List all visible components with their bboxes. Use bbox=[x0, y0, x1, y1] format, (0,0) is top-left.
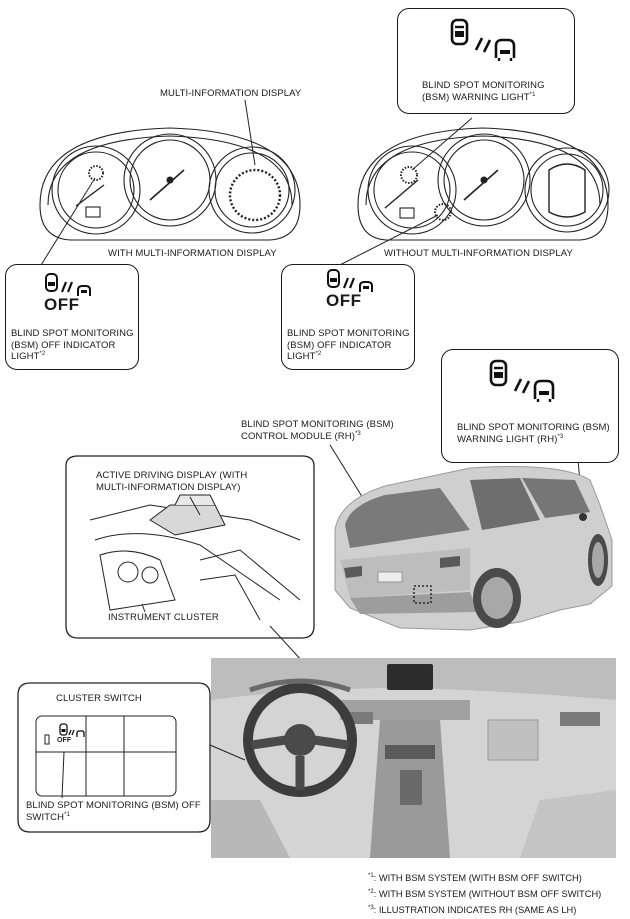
bsm-off-indicator-ref-left: *2 bbox=[39, 351, 46, 357]
callout-bsm-warning-light bbox=[397, 8, 575, 114]
car-icon bbox=[450, 18, 469, 46]
callout-bsm-off-indicator-left bbox=[5, 264, 139, 370]
bsm-off-switch-ref: *1 bbox=[64, 811, 70, 818]
footnote-2: *2: WITH BSM SYSTEM (WITHOUT BSM OFF SWI… bbox=[368, 888, 601, 901]
instrument-cluster-with-mid bbox=[39, 127, 301, 241]
bsm-off-indicator-text-left: BLIND SPOT MONITORING (BSM) OFF INDICATO… bbox=[11, 328, 134, 362]
bsm-warning-light-label: BLIND SPOT MONITORING (BSM) WARNING LIGH… bbox=[422, 80, 572, 103]
radar-waves-icon bbox=[474, 37, 492, 53]
bsm-control-module-label: BLIND SPOT MONITORING (BSM) CONTROL MODU… bbox=[241, 419, 419, 442]
active-driving-display-label: ACTIVE DRIVING DISPLAY (WITH MULTI-INFOR… bbox=[96, 470, 248, 493]
footnote-1-mark: *1 bbox=[368, 873, 374, 879]
multi-information-display-label: MULTI-INFORMATION DISPLAY bbox=[160, 88, 302, 99]
bsm-warning-light-ref: *1 bbox=[529, 91, 536, 98]
bsm-off-switch-text: BLIND SPOT MONITORING (BSM) OFF SWITCH bbox=[26, 800, 201, 823]
bsm-off-indicator-text-right: BLIND SPOT MONITORING (BSM) OFF INDICATO… bbox=[287, 328, 410, 362]
vehicle-rear-icon bbox=[494, 38, 516, 63]
instrument-cluster-without-mid bbox=[357, 127, 610, 241]
vehicle-interior-photo bbox=[211, 658, 616, 858]
bsm-off-switch-icon bbox=[59, 723, 85, 737]
cluster-switch-title: CLUSTER SWITCH bbox=[56, 693, 142, 704]
without-mid-caption: WITHOUT MULTI-INFORMATION DISPLAY bbox=[384, 248, 573, 259]
footnote-3: *3: ILLUSTRATION INDICATES RH (SAME AS L… bbox=[368, 904, 576, 917]
footnote-3-mark: *3 bbox=[368, 905, 374, 911]
callout-bsm-off-indicator-right bbox=[281, 264, 415, 370]
footnote-1-text: : WITH BSM SYSTEM (WITH BSM OFF SWITCH) bbox=[373, 873, 582, 883]
vehicle-rear-icon bbox=[533, 379, 555, 404]
footnote-1: *1: WITH BSM SYSTEM (WITH BSM OFF SWITCH… bbox=[368, 872, 582, 885]
callout-bsm-warning-light-rh bbox=[441, 349, 619, 463]
off-text-switch: OFF bbox=[57, 737, 72, 744]
bsm-off-indicator-ref-right: *2 bbox=[315, 351, 322, 357]
off-text-left: OFF bbox=[44, 295, 80, 314]
with-mid-caption: WITH MULTI-INFORMATION DISPLAY bbox=[108, 248, 277, 259]
footnote-2-text: : WITH BSM SYSTEM (WITHOUT BSM OFF SWITC… bbox=[373, 889, 602, 899]
instrument-cluster-label: INSTRUMENT CLUSTER bbox=[108, 612, 219, 623]
active-driving-display-illustration bbox=[65, 455, 316, 676]
radar-waves-icon bbox=[513, 378, 531, 394]
bsm-off-icon bbox=[44, 272, 92, 298]
bsm-warning-light-rh-label: BLIND SPOT MONITORING (BSM) WARNING LIGH… bbox=[457, 422, 617, 445]
bsm-warning-light-rh-ref: *3 bbox=[557, 433, 564, 440]
bsm-off-indicator-label-right: BLIND SPOT MONITORING (BSM) OFF INDICATO… bbox=[287, 328, 412, 363]
footnote-3-text: : ILLUSTRATION INDICATES RH (SAME AS LH) bbox=[373, 905, 577, 915]
footnote-2-mark: *2 bbox=[368, 889, 374, 895]
car-icon bbox=[489, 359, 508, 387]
bsm-off-indicator-label-left: BLIND SPOT MONITORING (BSM) OFF INDICATO… bbox=[11, 328, 136, 363]
bsm-off-switch-label: BLIND SPOT MONITORING (BSM) OFF SWITCH*1 bbox=[26, 800, 206, 823]
bsm-warning-light-text: BLIND SPOT MONITORING (BSM) WARNING LIGH… bbox=[422, 80, 545, 103]
bsm-control-module-ref: *3 bbox=[354, 430, 361, 437]
cluster-switch-illustration bbox=[17, 682, 246, 833]
bsm-off-icon bbox=[326, 268, 374, 294]
bsm-warning-light-rh-text: BLIND SPOT MONITORING (BSM) WARNING LIGH… bbox=[457, 422, 610, 445]
off-text-right: OFF bbox=[326, 291, 362, 310]
vehicle-rear-photo bbox=[334, 466, 613, 631]
bsm-control-module-text: BLIND SPOT MONITORING (BSM) CONTROL MODU… bbox=[241, 419, 394, 442]
